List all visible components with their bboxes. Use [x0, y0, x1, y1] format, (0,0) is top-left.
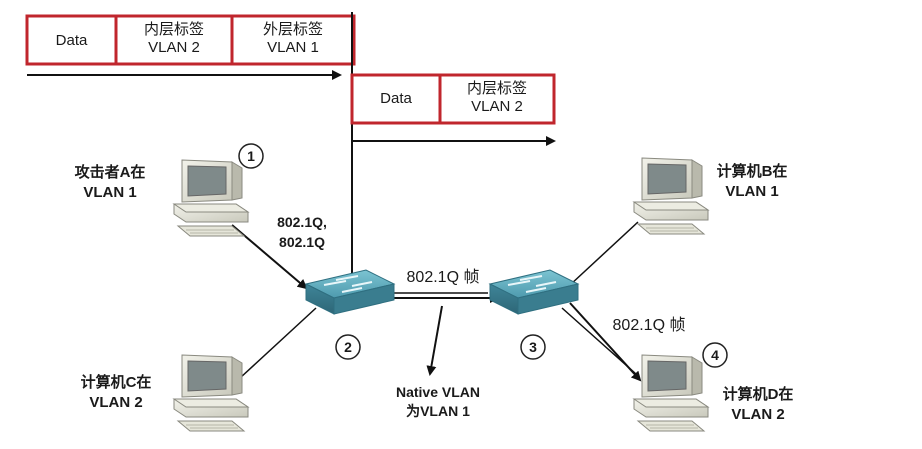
- computer-b-label: 计算机B在 VLAN 1: [700, 162, 804, 202]
- inner-frame-inner-tag-line1: 内层标签: [466, 80, 527, 97]
- step-4-number: 4: [711, 347, 719, 363]
- inner-frame-data-label: Data: [380, 90, 412, 107]
- outer-frame-inner-tag-line2: VLAN 2: [148, 39, 200, 56]
- computer-c-label-line1: 计算机C在: [80, 374, 152, 391]
- native-vlan-arrow: [426, 305, 443, 376]
- attacker-a-label-line1: 攻击者A在: [74, 164, 146, 181]
- outer-frame-outer-tag: 外层标签 VLAN 1: [232, 21, 354, 57]
- native-vlan-label-line1: Native VLAN: [395, 384, 481, 400]
- step-3-number: 3: [529, 339, 537, 355]
- switch-3-icon: [490, 270, 578, 314]
- outer-frame-inner-tag: 内层标签 VLAN 2: [116, 21, 232, 57]
- computer-d-icon: [633, 354, 709, 432]
- step-3-circle: [520, 334, 546, 360]
- computer-d-label: 计算机D在 VLAN 2: [706, 385, 810, 425]
- inner-frame: [350, 73, 556, 125]
- step-1-circle: [238, 143, 264, 169]
- inner-frame-inner-tag: 内层标签 VLAN 2: [440, 80, 554, 116]
- link-c-to-switch2: [239, 307, 317, 379]
- link-switch3-to-b: [569, 221, 639, 286]
- step-1-number: 1: [247, 148, 255, 164]
- computer-c-label-line2: VLAN 2: [89, 394, 143, 411]
- computer-b-label-line1: 计算机B在: [716, 163, 788, 180]
- native-vlan-label: Native VLAN 为VLAN 1: [378, 383, 498, 421]
- step-2-circle: [335, 334, 361, 360]
- inner-frame-border: [350, 73, 556, 125]
- computer-d-label-line1: 计算机D在: [722, 386, 794, 403]
- double-tag-label-line2: 802.1Q: [279, 234, 325, 250]
- switch-2-icon: [306, 270, 394, 314]
- trunk-frame-label: 802.1Q 帧: [406, 269, 480, 286]
- outer-frame-data-label: Data: [55, 32, 88, 49]
- outer-frame-border: [25, 14, 356, 66]
- outer-frame: [25, 14, 356, 66]
- attacker-a-computer-icon: [173, 159, 249, 237]
- attacker-a-label-line2: VLAN 1: [83, 184, 137, 201]
- attacker-a-label: 攻击者A在 VLAN 1: [60, 163, 160, 203]
- outer-frame-outer-tag-line1: 外层标签: [262, 21, 323, 38]
- outer-frame-inner-tag-line1: 内层标签: [143, 21, 204, 38]
- computer-b-icon: [633, 157, 709, 235]
- step-2-number: 2: [344, 339, 352, 355]
- outer-frame-outer-tag-line2: VLAN 1: [267, 39, 319, 56]
- computer-c-label: 计算机C在 VLAN 2: [64, 373, 168, 413]
- computer-d-frame-label: 802.1Q 帧: [612, 317, 686, 334]
- computer-b-label-line2: VLAN 1: [725, 183, 779, 200]
- link-switch3-to-d-b: [569, 302, 642, 382]
- computer-d-label-line2: VLAN 2: [731, 406, 785, 423]
- computer-c-icon: [173, 354, 249, 432]
- native-vlan-label-line2: 为VLAN 1: [406, 403, 470, 419]
- double-tag-label: 802.1Q, 802.1Q: [262, 212, 342, 252]
- inner-frame-inner-tag-line2: VLAN 2: [471, 98, 523, 115]
- double-tag-label-line1: 802.1Q,: [277, 214, 327, 230]
- step-4-circle: [702, 342, 728, 368]
- link-attacker-to-switch2: [231, 224, 308, 290]
